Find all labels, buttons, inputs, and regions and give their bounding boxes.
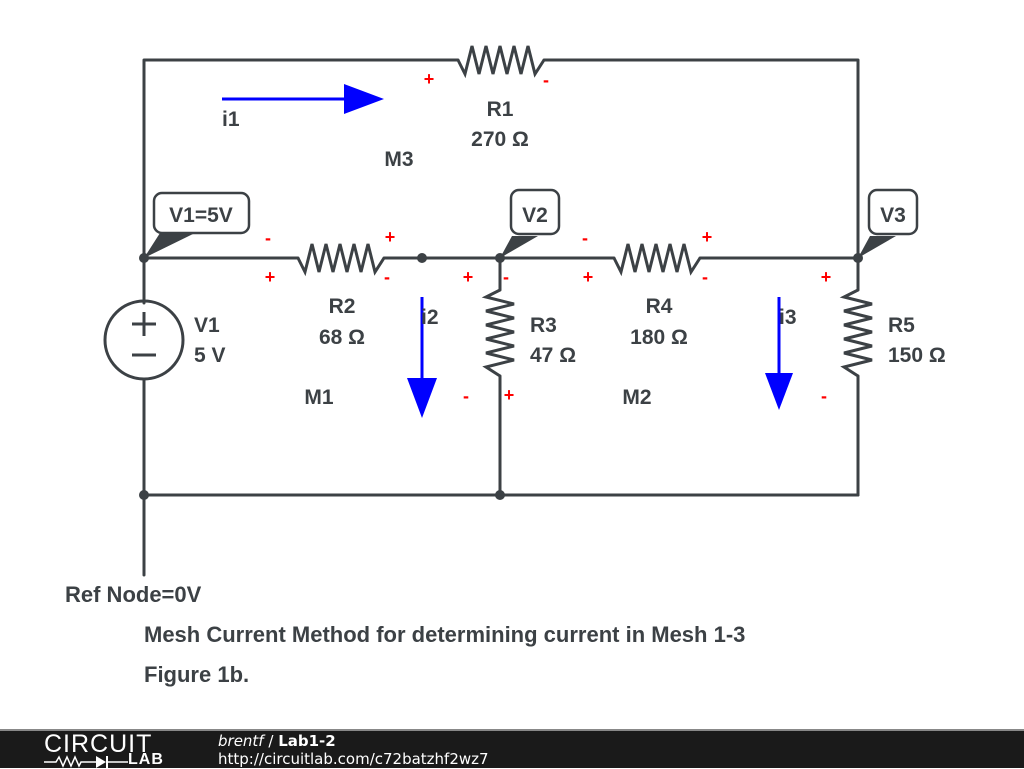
node-label-v1[interactable]: V1=5V bbox=[144, 191, 251, 258]
current-label-i3: i3 bbox=[779, 306, 797, 329]
circuitlab-logo-bottom: LAB bbox=[128, 751, 164, 768]
r4-minus-top: - bbox=[582, 228, 588, 248]
r2-minus-bottom: - bbox=[384, 267, 390, 287]
project-link[interactable]: Lab1-2 bbox=[278, 732, 336, 750]
node-label-v1-text: V1=5V bbox=[169, 204, 233, 227]
r3-plus-bottom: + bbox=[504, 385, 515, 405]
mesh-label-m2: M2 bbox=[622, 386, 651, 409]
r5-plus: + bbox=[821, 267, 832, 287]
wire-top-left bbox=[142, 58, 460, 260]
junction-bottom-left bbox=[139, 490, 149, 500]
v1-name: V1 bbox=[194, 314, 220, 337]
r4-name: R4 bbox=[646, 295, 673, 318]
project-url[interactable]: http://circuitlab.com/c72batzhf2wz7 bbox=[218, 750, 489, 768]
node-label-v2-text: V2 bbox=[522, 204, 548, 227]
junction-r2-right bbox=[417, 253, 427, 263]
r4-plus-top: + bbox=[702, 227, 713, 247]
r5-value: 150 Ω bbox=[888, 344, 946, 367]
mesh-label-m3: M3 bbox=[384, 148, 413, 171]
current-arrow-i1 bbox=[222, 84, 384, 114]
footer-bar: CIRCUIT LAB brentf / Lab1-2 http://circu… bbox=[0, 729, 1024, 768]
current-label-i2: i2 bbox=[421, 306, 439, 329]
r5-name: R5 bbox=[888, 314, 915, 337]
r4-value: 180 Ω bbox=[630, 326, 688, 349]
resistor-r2-symbol[interactable] bbox=[296, 243, 386, 277]
ref-node-label: Ref Node=0V bbox=[65, 582, 202, 607]
r3-name: R3 bbox=[530, 314, 557, 337]
node-label-v3-text: V3 bbox=[880, 204, 906, 227]
wire-top-right bbox=[542, 58, 860, 260]
schematic-canvas: V1=5V V2 V3 R1 270 Ω R2 68 Ω R3 47 Ω R4 … bbox=[65, 45, 946, 687]
r3-value: 47 Ω bbox=[530, 344, 576, 367]
polarity-markers: + - - + + - + - - + - + + - + - bbox=[265, 69, 832, 406]
r3-plus-top-left: + bbox=[463, 267, 474, 287]
r1-name: R1 bbox=[487, 98, 514, 121]
r1-minus: - bbox=[543, 70, 549, 90]
voltage-source-v1[interactable] bbox=[103, 299, 185, 381]
r4-plus-bottom: + bbox=[583, 267, 594, 287]
resistor-r1-symbol[interactable] bbox=[456, 45, 546, 79]
arrow-right-icon bbox=[344, 84, 384, 114]
circuitlab-logo-resistor-diode-icon bbox=[44, 755, 128, 768]
resistor-r5-symbol[interactable] bbox=[839, 288, 873, 378]
r3-minus-top: - bbox=[503, 267, 509, 287]
arrow-down-icon bbox=[407, 378, 437, 418]
r3-minus-bottom-left: - bbox=[463, 386, 469, 406]
r2-plus-top: + bbox=[385, 227, 396, 247]
author-link[interactable]: brentf bbox=[218, 732, 264, 750]
caption-figure: Figure 1b. bbox=[144, 662, 249, 687]
junction-bottom-mid bbox=[495, 490, 505, 500]
r2-name: R2 bbox=[329, 295, 356, 318]
current-label-i1: i1 bbox=[222, 108, 240, 131]
title-separator: / bbox=[263, 732, 279, 750]
node-label-v3[interactable]: V3 bbox=[858, 188, 919, 258]
r5-minus: - bbox=[821, 386, 827, 406]
r4-minus-bottom: - bbox=[702, 267, 708, 287]
r2-minus-top: - bbox=[265, 228, 271, 248]
node-label-v2[interactable]: V2 bbox=[500, 188, 561, 258]
current-arrow-i3 bbox=[765, 297, 793, 410]
arrow-down-icon bbox=[765, 373, 793, 410]
r1-plus: + bbox=[424, 69, 435, 89]
current-arrow-i2 bbox=[407, 297, 437, 418]
r1-value: 270 Ω bbox=[471, 128, 529, 151]
r2-plus-bottom: + bbox=[265, 267, 276, 287]
circuitlab-logo-top[interactable]: CIRCUIT bbox=[44, 730, 153, 758]
resistor-r4-symbol[interactable] bbox=[612, 243, 702, 277]
resistor-r3-symbol[interactable] bbox=[481, 288, 515, 378]
r2-value: 68 Ω bbox=[319, 326, 365, 349]
mesh-label-m1: M1 bbox=[304, 386, 333, 409]
caption-title: Mesh Current Method for determining curr… bbox=[144, 622, 745, 647]
v1-value: 5 V bbox=[194, 344, 226, 367]
project-title: brentf / Lab1-2 bbox=[218, 732, 336, 750]
